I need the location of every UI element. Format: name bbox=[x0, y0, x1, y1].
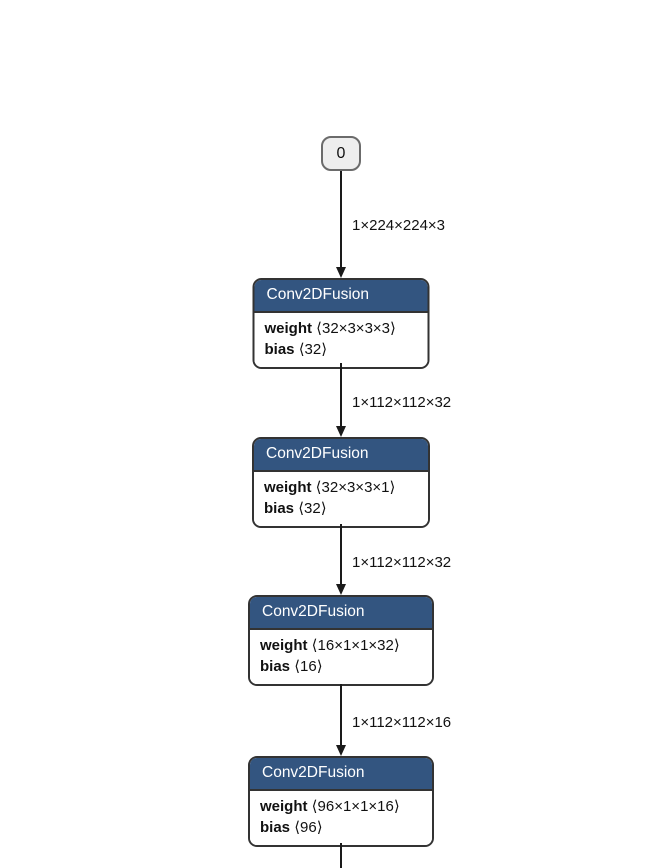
attr-weight: weight ⟨32×3×3×3⟩ bbox=[264, 320, 396, 337]
attr-weight: weight ⟨32×3×3×1⟩ bbox=[264, 479, 396, 496]
edge-line-3 bbox=[340, 524, 342, 584]
arrowhead-icon bbox=[336, 426, 346, 437]
node-conv2dfusion-2[interactable]: Conv2DFusion weight ⟨32×3×3×1⟩ bias ⟨32⟩ bbox=[252, 437, 430, 528]
node-body: weight ⟨32×3×3×1⟩ bias ⟨32⟩ bbox=[254, 472, 428, 526]
edge-label-3: 1×112×112×32 bbox=[352, 554, 452, 571]
edge-line-5 bbox=[340, 843, 342, 868]
edge-line-2 bbox=[340, 363, 342, 426]
attr-weight: weight ⟨16×1×1×32⟩ bbox=[260, 637, 400, 654]
arrowhead-icon bbox=[336, 267, 346, 278]
arrowhead-icon bbox=[336, 745, 346, 756]
node-body: weight ⟨96×1×1×16⟩ bias ⟨96⟩ bbox=[250, 791, 432, 845]
node-header: Conv2DFusion bbox=[254, 280, 428, 313]
node-conv2dfusion-3[interactable]: Conv2DFusion weight ⟨16×1×1×32⟩ bias ⟨16… bbox=[248, 595, 434, 686]
node-body: weight ⟨32×3×3×3⟩ bias ⟨32⟩ bbox=[254, 313, 428, 367]
node-header: Conv2DFusion bbox=[250, 597, 432, 630]
node-input-label: 0 bbox=[336, 144, 346, 162]
attr-weight: weight ⟨96×1×1×16⟩ bbox=[260, 798, 400, 815]
edge-label-1: 1×224×224×3 bbox=[352, 217, 446, 234]
attr-bias: bias ⟨32⟩ bbox=[264, 341, 328, 358]
node-header: Conv2DFusion bbox=[250, 758, 432, 791]
arrowhead-icon bbox=[336, 584, 346, 595]
node-conv2dfusion-1[interactable]: Conv2DFusion weight ⟨32×3×3×3⟩ bias ⟨32⟩ bbox=[252, 278, 430, 369]
node-conv2dfusion-4[interactable]: Conv2DFusion weight ⟨96×1×1×16⟩ bias ⟨96… bbox=[248, 756, 434, 847]
attr-bias: bias ⟨96⟩ bbox=[260, 819, 323, 836]
node-header: Conv2DFusion bbox=[254, 439, 428, 472]
edge-label-4: 1×112×112×16 bbox=[352, 714, 452, 731]
edge-line-4 bbox=[340, 684, 342, 745]
attr-bias: bias ⟨32⟩ bbox=[264, 500, 327, 517]
node-input[interactable]: 0 bbox=[321, 136, 361, 171]
node-body: weight ⟨16×1×1×32⟩ bias ⟨16⟩ bbox=[250, 630, 432, 684]
edge-line-1 bbox=[340, 171, 342, 267]
attr-bias: bias ⟨16⟩ bbox=[260, 658, 323, 675]
edge-label-2: 1×112×112×32 bbox=[352, 394, 452, 411]
